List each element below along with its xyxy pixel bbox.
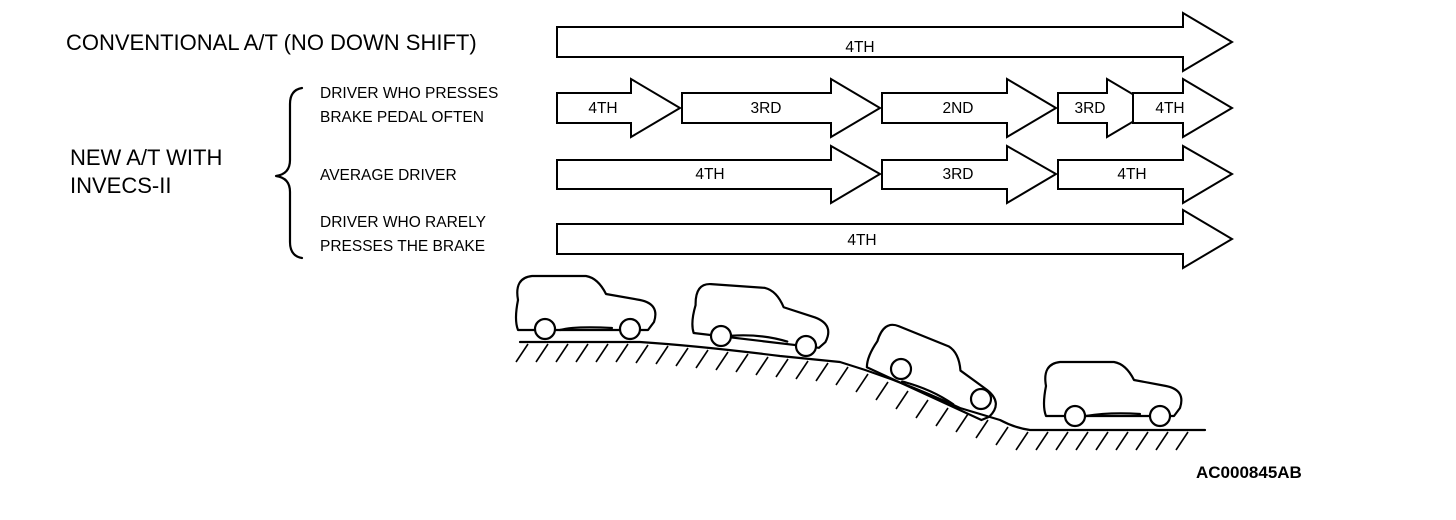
average-gear-3: 4TH: [1117, 166, 1146, 183]
frequent-brake-gear-arrow-1: 4TH: [556, 77, 682, 139]
frequent-brake-gear-5: 4TH: [1155, 100, 1184, 117]
average-gear-2: 3RD: [942, 166, 973, 183]
car-icon-4: [1042, 360, 1183, 428]
driver-rare-brake-label-line1: DRIVER WHO RARELY: [320, 214, 486, 231]
average-gear-arrow-2: 3RD: [881, 144, 1058, 205]
road-illustration: [515, 340, 1207, 451]
car-icon-2: [691, 283, 830, 358]
car-icon-3: [865, 323, 997, 422]
driver-frequent-brake-label-line1: DRIVER WHO PRESSES: [320, 85, 498, 102]
frequent-brake-gear-arrow-5: 4TH: [1132, 77, 1234, 139]
frequent-brake-gear-3: 2ND: [942, 100, 973, 117]
average-gear-arrow-3: 4TH: [1057, 144, 1234, 205]
conventional-gear-label: 4TH: [845, 39, 874, 56]
average-gear-1: 4TH: [695, 166, 724, 183]
figure-code: AC000845AB: [1196, 463, 1302, 482]
conventional-gear-arrow: 4TH: [556, 11, 1234, 73]
frequent-brake-gear-1: 4TH: [588, 100, 617, 117]
average-gear-arrow-1: 4TH: [556, 144, 882, 205]
frequent-brake-gear-arrow-3: 2ND: [881, 77, 1058, 139]
frequent-brake-gear-arrow-2: 3RD: [681, 77, 882, 139]
rare-brake-gear-1: 4TH: [847, 232, 876, 249]
frequent-brake-gear-arrow-4: 3RD: [1057, 77, 1158, 139]
driver-average-label: AVERAGE DRIVER: [320, 167, 457, 184]
driver-rare-brake-label-line2: PRESSES THE BRAKE: [320, 238, 485, 255]
driver-frequent-brake-label-line2: BRAKE PEDAL OFTEN: [320, 109, 484, 126]
road-surface: [518, 340, 1207, 432]
conventional-at-label: CONVENTIONAL A/T (NO DOWN SHIFT): [66, 30, 477, 55]
new-at-label-line1: NEW A/T WITH: [70, 145, 222, 170]
frequent-brake-gear-2: 3RD: [750, 100, 781, 117]
new-at-label-line2: INVECS-II: [70, 173, 171, 198]
rare-brake-gear-arrow: 4TH: [556, 208, 1234, 270]
grouping-brace: [274, 86, 304, 260]
car-icon-1: [514, 274, 657, 341]
ground-hatching: [515, 343, 1189, 451]
frequent-brake-gear-4: 3RD: [1074, 100, 1105, 117]
